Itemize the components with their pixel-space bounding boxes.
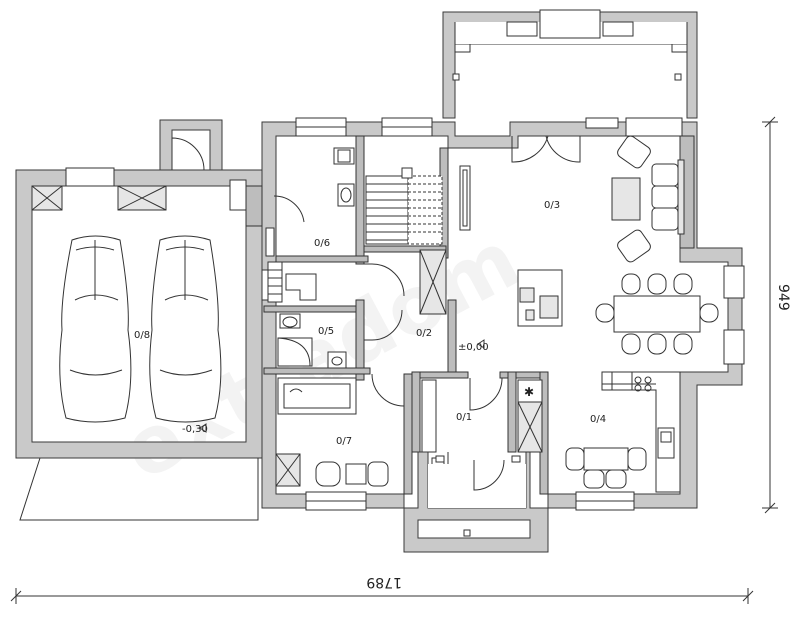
room-0-7: 0/7: [275, 377, 389, 487]
kitchen-0-4: ✱ 0/4: [517, 371, 681, 493]
garage-level: -0,30: [182, 424, 208, 435]
dining: [595, 273, 719, 355]
room-label-0-2: 0/2: [416, 328, 432, 339]
car-left: [59, 235, 132, 423]
room-0-1: 0/1: [403, 377, 549, 553]
car-right: [149, 235, 222, 423]
hall-stairs: 0/2 ±0,00: [364, 167, 489, 407]
room-label-0-8: 0/8: [134, 330, 150, 341]
main-level: ±0,00: [458, 342, 489, 353]
room-label-0-7: 0/7: [336, 436, 352, 447]
room-label-0-3: 0/3: [544, 200, 560, 211]
room-label-0-4: 0/4: [590, 414, 606, 425]
room-label-0-1: 0/1: [456, 412, 472, 423]
freezer-icon: ✱: [524, 385, 534, 399]
bathroom-0-6: 0/6: [265, 147, 355, 303]
dimension-depth-label: 949: [775, 284, 791, 311]
dimension-depth: 949: [762, 116, 791, 514]
living-0-3: 0/3: [459, 135, 685, 327]
terrace: [442, 9, 698, 119]
interior-walls: [245, 135, 695, 495]
room-label-0-5: 0/5: [318, 326, 334, 337]
room-label-0-6: 0/6: [314, 238, 330, 249]
dimension-width-label: 1789: [366, 574, 402, 590]
wc-0-5: 0/5: [277, 313, 347, 369]
dimension-width: 1789: [10, 574, 754, 604]
